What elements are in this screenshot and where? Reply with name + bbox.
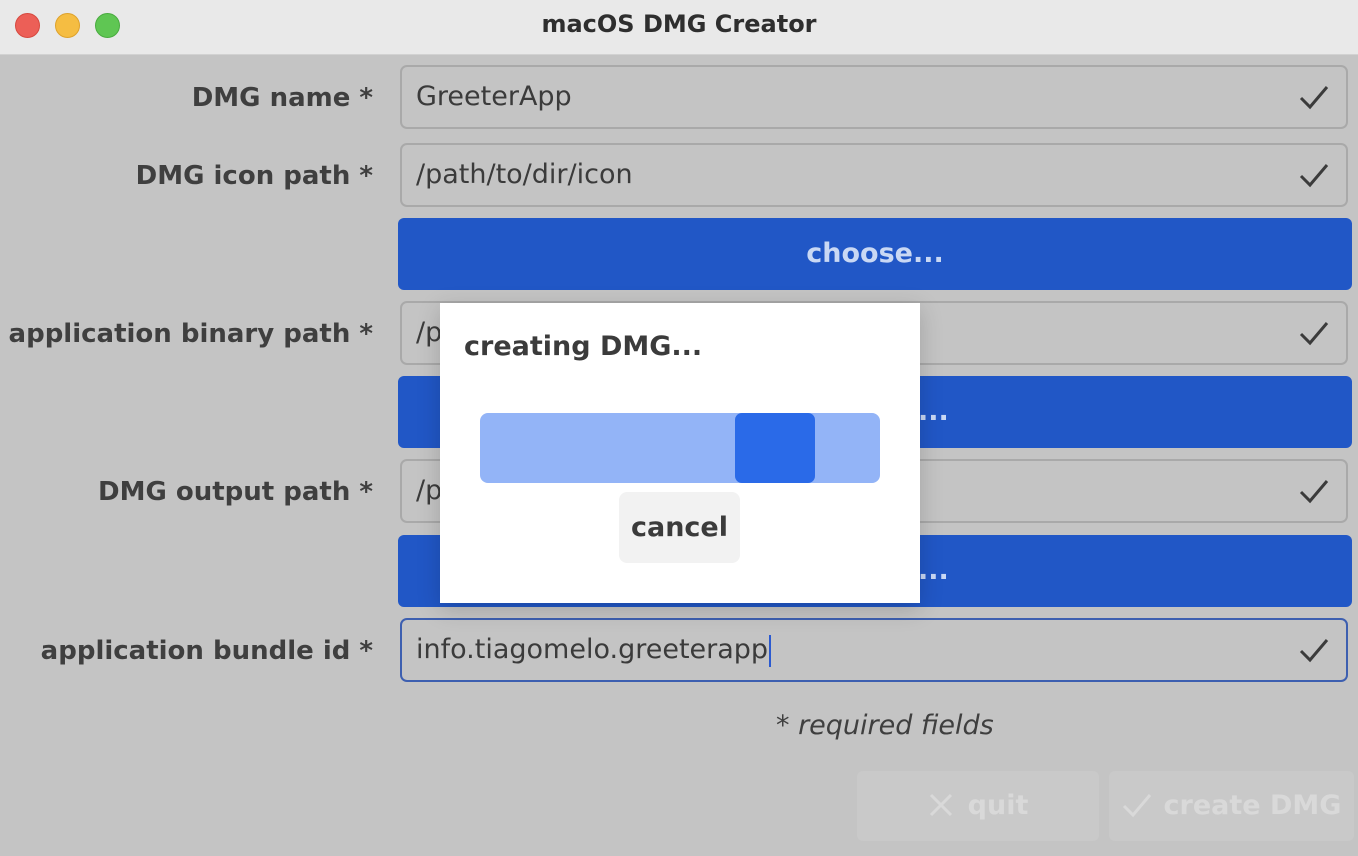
check-icon — [1299, 322, 1329, 346]
bundle-id-field[interactable]: info.tiagomelo.greeterapp — [400, 618, 1348, 682]
create-dmg-button[interactable]: create DMG — [1109, 771, 1354, 841]
choose-icon-button[interactable]: choose... — [398, 218, 1352, 290]
text-caret — [769, 634, 772, 667]
quit-label: quit — [967, 790, 1029, 821]
quit-button[interactable]: quit — [857, 771, 1099, 841]
title-bar: macOS DMG Creator — [0, 0, 1358, 55]
dialog-title: creating DMG... — [464, 331, 703, 362]
bundle-id-label: application bundle id * — [40, 636, 373, 666]
check-icon — [1299, 639, 1329, 663]
close-window-button[interactable] — [15, 13, 40, 38]
bundle-id-value-wrap: info.tiagomelo.greeterapp — [416, 634, 772, 667]
dmg-icon-path-value: /path/to/dir/icon — [416, 159, 633, 190]
minimize-window-button[interactable] — [55, 13, 80, 38]
bundle-id-value: info.tiagomelo.greeterapp — [416, 634, 769, 665]
dmg-icon-path-label: DMG icon path * — [135, 161, 373, 191]
create-dmg-label: create DMG — [1163, 790, 1342, 821]
dmg-output-path-value: /p — [416, 475, 443, 506]
dmg-name-label: DMG name * — [191, 83, 373, 113]
required-fields-note: * required fields — [776, 710, 994, 741]
dmg-icon-path-field[interactable]: /path/to/dir/icon — [400, 143, 1348, 207]
check-icon — [1299, 480, 1329, 504]
progress-dialog: creating DMG... cancel — [440, 303, 920, 603]
window-title: macOS DMG Creator — [541, 10, 817, 38]
progress-bar — [480, 413, 880, 483]
zoom-window-button[interactable] — [95, 13, 120, 38]
progress-indicator — [735, 413, 815, 483]
x-icon — [929, 793, 952, 816]
dmg-name-field[interactable]: GreeterApp — [400, 65, 1348, 129]
dmg-output-path-label: DMG output path * — [98, 477, 373, 507]
app-binary-path-label: application binary path * — [8, 319, 373, 349]
dmg-name-value: GreeterApp — [416, 81, 572, 112]
check-icon — [1122, 793, 1151, 817]
check-icon — [1299, 164, 1329, 188]
cancel-button[interactable]: cancel — [619, 492, 740, 563]
check-icon — [1299, 86, 1329, 110]
app-binary-path-value: /p — [416, 317, 443, 348]
